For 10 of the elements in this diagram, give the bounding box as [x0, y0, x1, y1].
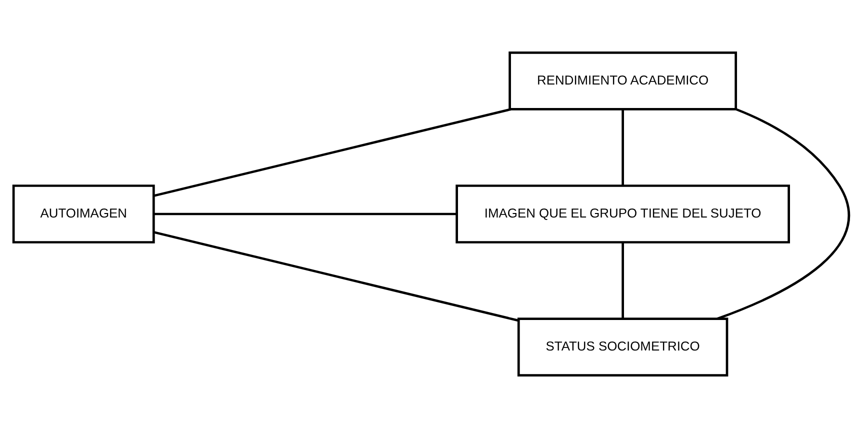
connector	[622, 242, 624, 318]
connector	[154, 108, 512, 197]
node-box: AUTOIMAGEN	[12, 184, 155, 244]
node-box: STATUS SOCIOMETRICO	[517, 318, 728, 376]
node-box: IMAGEN QUE EL GRUPO TIENE DEL SUJETO	[456, 184, 790, 244]
connector	[154, 212, 457, 216]
connector	[154, 231, 519, 322]
connector	[716, 108, 850, 320]
connector	[622, 110, 624, 186]
node-box: RENDIMIENTO ACADEMICO	[508, 52, 738, 110]
